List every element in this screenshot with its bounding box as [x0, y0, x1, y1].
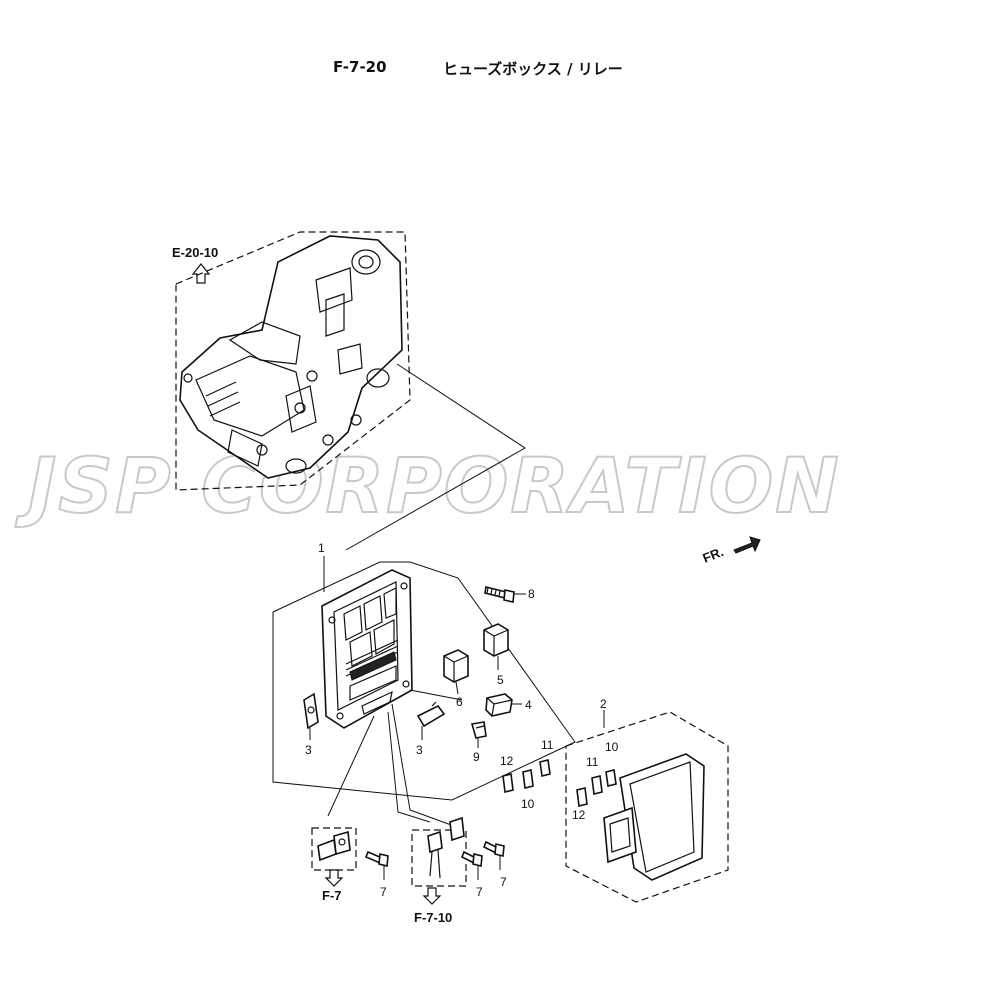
- ref-label-upper: E-20-10: [172, 245, 218, 260]
- bolt-part-7-b: [460, 850, 483, 868]
- callout-9: 9: [473, 750, 480, 764]
- callout-3-left: 3: [305, 743, 312, 757]
- relay-part-6: [443, 649, 469, 683]
- fuse-box-cover-part-2: [603, 753, 705, 881]
- ref-label-f7-10: F-7-10: [414, 910, 452, 925]
- callout-11-b: 11: [586, 755, 599, 769]
- fuse-part-11-b: [591, 775, 603, 795]
- arrow-up-icon: [191, 263, 211, 284]
- callout-5: 5: [497, 673, 504, 687]
- callout-2: 2: [600, 697, 607, 711]
- fuse-box-group-frame: [272, 561, 576, 801]
- fuse-part-12-a: [502, 773, 514, 793]
- harness-wire-c: [391, 703, 455, 827]
- callout-11-a: 11: [541, 738, 554, 752]
- callout-3-right: 3: [416, 743, 423, 757]
- fuse-part-11-a: [539, 759, 551, 777]
- bracket-part-3-left: [303, 692, 319, 730]
- clip-part-9: [470, 721, 487, 739]
- watermark: JSP CORPORATION: [15, 441, 841, 530]
- fuse-part-12-b: [576, 787, 588, 807]
- fuse-part-10-b: [605, 769, 617, 787]
- callout-7-a: 7: [380, 885, 387, 899]
- callout-7-c: 7: [500, 875, 507, 889]
- callout-12-b: 12: [572, 808, 586, 822]
- harness-connector-f7-10: [427, 816, 465, 879]
- front-label: FR.: [701, 544, 726, 566]
- harness-group-f7: [311, 827, 357, 871]
- bolt-part-7-a: [364, 850, 389, 868]
- bolt-part-8: [484, 586, 515, 603]
- callout-10-a: 10: [521, 797, 535, 811]
- cover-group-frame: [565, 711, 729, 903]
- callout-6: 6: [456, 695, 463, 709]
- callout-4: 4: [525, 698, 532, 712]
- arrow-down-icon: [422, 887, 442, 905]
- harness-connector-f7: [317, 830, 351, 862]
- harness-wire-b: [387, 711, 431, 823]
- callout-10-b: 10: [605, 740, 619, 754]
- callout-7-b: 7: [476, 885, 483, 899]
- leader-to-part-6: [409, 689, 463, 701]
- callout-8: 8: [528, 587, 535, 601]
- engine-cover-assembly: [175, 231, 411, 491]
- front-arrow-icon: [733, 536, 761, 554]
- arrow-down-icon: [324, 869, 344, 887]
- ref-label-f7: F-7: [322, 888, 342, 903]
- figure-number: F-7-20: [333, 58, 387, 76]
- relay-part-5: [483, 623, 509, 657]
- harness-wire-a: [327, 715, 375, 817]
- connector-part-4: [485, 693, 513, 717]
- callout-12-a: 12: [500, 754, 514, 768]
- fuse-part-10-a: [522, 769, 534, 789]
- fuse-box-main: [321, 569, 413, 729]
- bracket-part-3-right: [416, 701, 446, 728]
- callout-1: 1: [318, 541, 325, 555]
- harness-group-f7-10: [411, 829, 467, 887]
- assembly-connection-line: [345, 363, 526, 551]
- figure-title: ヒューズボックス / リレー: [443, 60, 623, 78]
- bolt-part-7-c: [482, 840, 505, 858]
